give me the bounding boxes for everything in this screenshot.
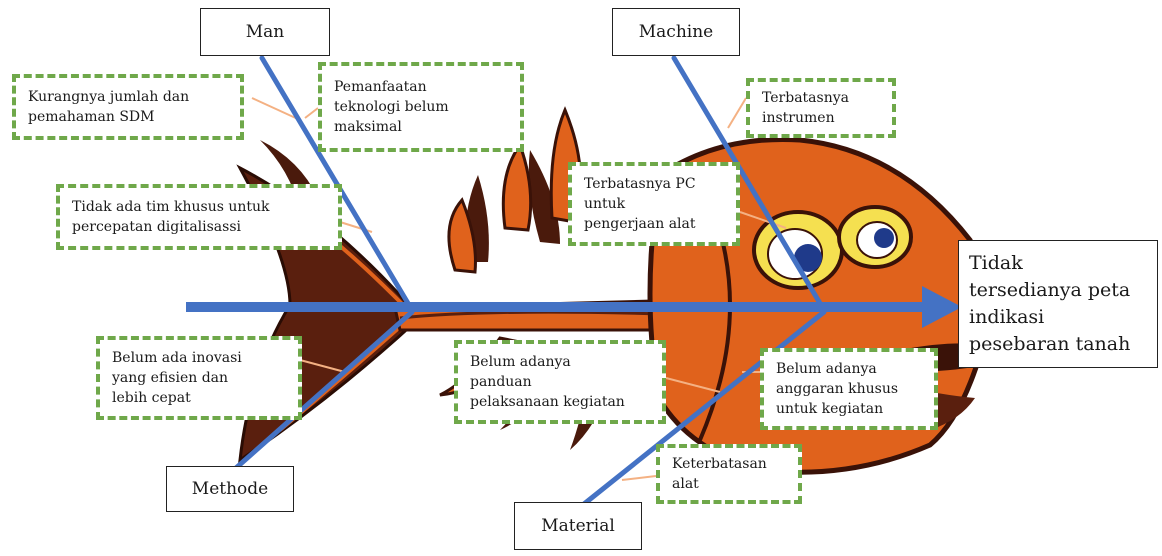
cause-material-2: Keterbatasan alat [656,444,802,504]
cause-man-3: Tidak ada tim khusus untuk percepatan di… [56,184,342,250]
category-methode: Methode [166,466,294,512]
cause-material-1: Belum adanya anggaran khusus untuk kegia… [760,348,938,430]
category-material: Material [514,502,642,550]
cause-machine-1: Terbatasnya instrumen [746,78,896,138]
category-man: Man [200,8,330,56]
cause-methode-2: Belum adanya panduan pelaksanaan kegiata… [454,340,666,424]
effect-box: Tidak tersedianya peta indikasi pesebara… [958,240,1158,368]
cause-man-2: Pemanfaatan teknologi belum maksimal [318,62,524,152]
cause-methode-1: Belum ada inovasi yang efisien dan lebih… [96,336,302,420]
cause-man-1: Kurangnya jumlah dan pemahaman SDM [12,74,244,140]
category-machine: Machine [612,8,740,56]
dorsal-fin-5 [503,145,530,230]
cause-machine-2: Terbatasnya PC untuk pengerjaan alat [568,162,740,246]
